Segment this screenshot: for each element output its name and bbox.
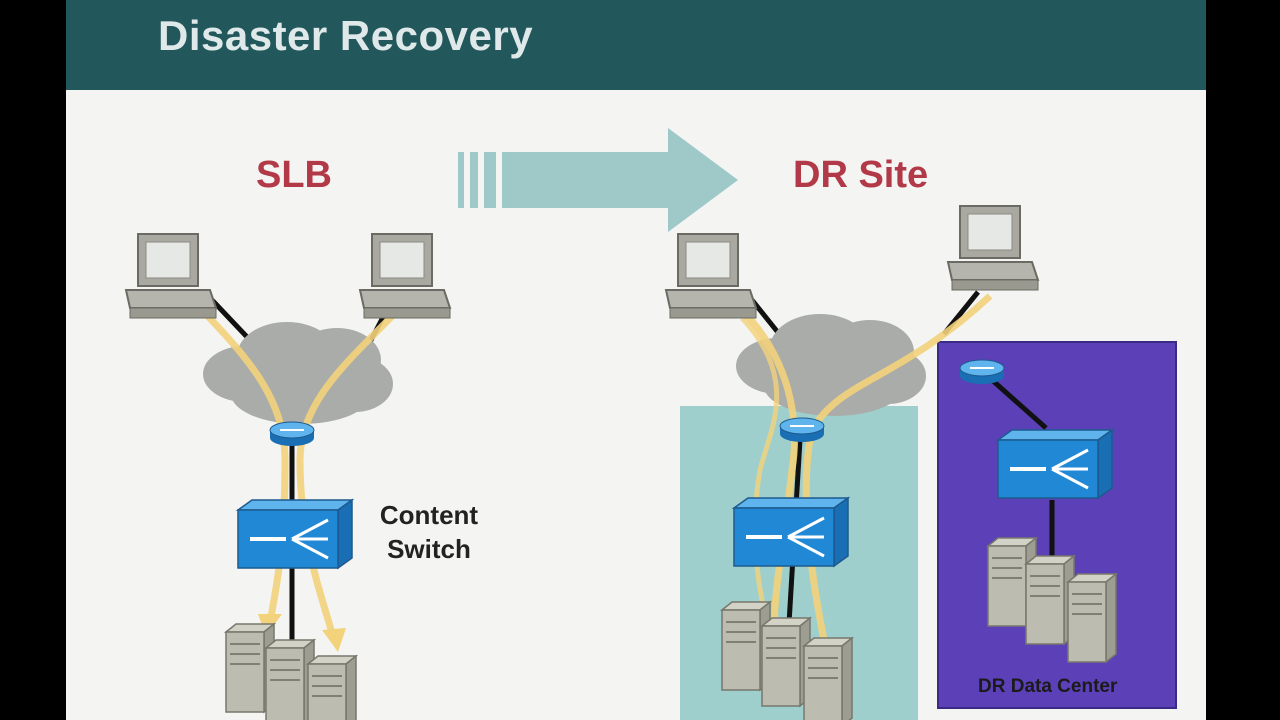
slb-label: SLB (256, 154, 332, 196)
content-switch-label-line2: Switch (387, 534, 471, 564)
router-icon (959, 359, 1005, 385)
dr-site-label: DR Site (793, 154, 929, 196)
router-icon (269, 421, 315, 447)
dr-site-topology (665, 205, 1039, 720)
title-bar (66, 0, 1206, 90)
right-arrow-icon (458, 128, 738, 232)
dr-data-center-topology (959, 359, 1117, 663)
dr-data-center-panel (937, 341, 1177, 709)
content-switch-icon (732, 496, 850, 568)
workstation-icon (125, 233, 217, 319)
content-switch-label: Content Switch (364, 498, 494, 566)
workstation-icon (665, 233, 757, 319)
router-icon (779, 417, 825, 443)
content-switch-icon (996, 428, 1114, 500)
workstation-icon (359, 233, 451, 319)
dr-data-center-label: DR Data Center (978, 676, 1118, 697)
content-switch-label-line1: Content (379, 500, 479, 530)
slide-title: Disaster Recovery (158, 12, 534, 59)
slb-topology (125, 233, 451, 720)
workstation-icon (947, 205, 1039, 291)
content-switch-icon (236, 498, 354, 570)
